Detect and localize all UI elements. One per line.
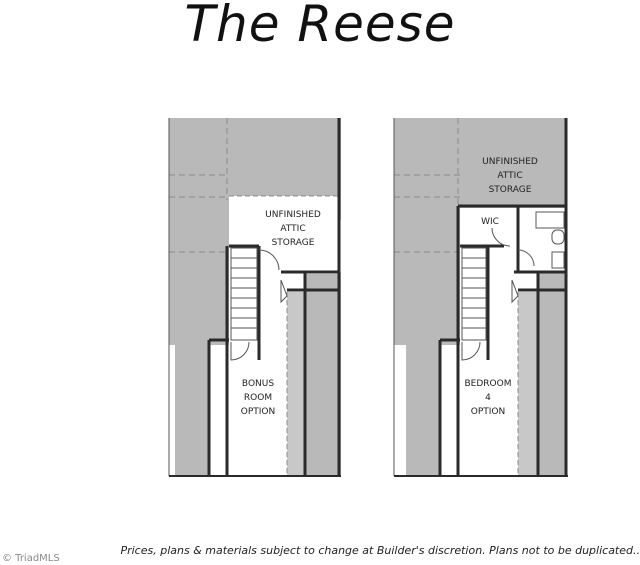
door-swing bbox=[511, 279, 519, 304]
room-label-line: ATTIC bbox=[280, 224, 305, 234]
door-swing bbox=[461, 341, 481, 361]
roof-area-top bbox=[394, 118, 566, 208]
vanity-sink bbox=[551, 251, 565, 269]
walls bbox=[438, 118, 568, 476]
roof-area-right bbox=[538, 272, 566, 476]
roof-area-right-inner bbox=[287, 292, 305, 476]
roof-area-right bbox=[305, 272, 341, 476]
door-swing bbox=[517, 249, 535, 267]
room-label-line: ROOM bbox=[244, 393, 272, 403]
door-swing bbox=[230, 341, 250, 361]
roof-area-left bbox=[169, 195, 229, 345]
toilet bbox=[551, 229, 565, 245]
mls-watermark: © TriadMLS bbox=[2, 553, 60, 564]
staircase bbox=[230, 247, 258, 341]
roof-area-lower-left bbox=[175, 340, 209, 476]
room-label-line: OPTION bbox=[241, 407, 275, 417]
room-label-line: STORAGE bbox=[272, 238, 315, 248]
walk-in-closet bbox=[460, 208, 516, 246]
room-label-line: STORAGE bbox=[489, 185, 532, 195]
room-label-line: BONUS bbox=[242, 379, 274, 389]
staircase bbox=[461, 247, 487, 341]
room-label-line: 4 bbox=[485, 393, 491, 403]
closet-label: WIC bbox=[481, 217, 499, 227]
door-swing bbox=[258, 249, 280, 271]
floor-plan-bonus-room: UNFINISHED ATTIC STORAGE BONUS ROOM OPTI… bbox=[168, 118, 341, 477]
room-label-line: OPTION bbox=[471, 407, 505, 417]
roof-area-right-inner bbox=[518, 292, 538, 476]
door-swing bbox=[280, 279, 288, 304]
bathtub bbox=[535, 211, 565, 229]
room-label-line: UNFINISHED bbox=[265, 210, 321, 220]
roof-area-lower-left bbox=[406, 340, 440, 476]
door-swing bbox=[491, 227, 511, 247]
room-label-line: ATTIC bbox=[497, 171, 522, 181]
walls bbox=[207, 118, 341, 476]
disclaimer-text: Prices, plans & materials subject to cha… bbox=[120, 544, 640, 557]
roof-area-left bbox=[394, 195, 460, 345]
plan-title: The Reese bbox=[184, 0, 456, 53]
room-label-line: UNFINISHED bbox=[482, 157, 538, 167]
floor-plan-bedroom-4: UNFINISHED ATTIC STORAGE WIC BEDROOM 4 O… bbox=[393, 118, 568, 477]
room-label-line: BEDROOM bbox=[465, 379, 512, 389]
